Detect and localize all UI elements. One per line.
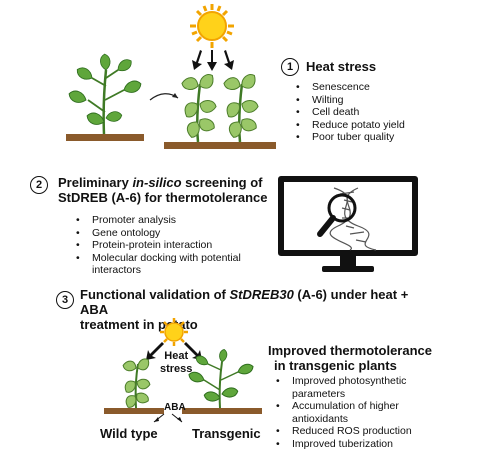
- screening-list: Promoter analysis Gene ontology Protein-…: [76, 214, 241, 277]
- wild-type-plant-icon: [121, 356, 153, 410]
- list-item: Reduce potato yield: [296, 119, 405, 132]
- list-item: Wilting: [296, 94, 405, 107]
- transgenic-plant-icon: [186, 348, 256, 409]
- heat-arrows: [192, 50, 234, 71]
- screening-title-pre: Preliminary: [58, 175, 133, 190]
- step-number-3: 3: [56, 291, 74, 309]
- result-title: Improved thermotolerance in transgenic p…: [268, 343, 432, 373]
- wilted-leaves: [180, 71, 260, 140]
- heat-stress-title: Heat stress: [306, 59, 377, 74]
- list-item-continued: interactors: [92, 264, 142, 276]
- wild-type-label: Wild type: [100, 426, 158, 441]
- screening-title-em: in-silico: [132, 175, 182, 190]
- result-list: Improved photosynthetic parameters Accum…: [276, 375, 412, 451]
- list-item-continued: antioxidants: [292, 412, 349, 425]
- list-item: Cell death: [296, 106, 405, 119]
- heat-stress-illustration: [66, 4, 276, 149]
- aba-label: ABA: [164, 402, 186, 413]
- list-item-continued: parameters: [292, 387, 346, 400]
- sun-icon: [190, 4, 234, 48]
- validation-title-pre: Functional validation of: [80, 287, 230, 302]
- list-item: Reduced ROS production: [276, 425, 412, 438]
- soil-right: [164, 142, 276, 149]
- list-item: Improved photosynthetic: [276, 375, 412, 388]
- list-item: Molecular docking with potential: [76, 252, 241, 265]
- validation-title-em: StDREB30: [229, 287, 294, 302]
- sun-icon: [160, 318, 188, 346]
- list-item: Senescence: [296, 81, 405, 94]
- list-item: Gene ontology: [76, 227, 241, 240]
- step-number-1: 1: [281, 58, 299, 76]
- screening-title-line2: StDREB (A-6) for thermotolerance: [58, 190, 268, 205]
- monitor-dna-icon: [278, 176, 418, 272]
- result-title-line1: Improved thermotolerance: [268, 343, 432, 358]
- validation-title-post: (A-6) under heat + ABA: [80, 287, 409, 317]
- transgenic-label: Transgenic: [192, 426, 261, 441]
- list-item: Poor tuber quality: [296, 131, 405, 144]
- screening-title: Preliminary in-silico screening of StDRE…: [58, 175, 278, 205]
- wildtype-vs-transgenic-illustration: [104, 318, 262, 423]
- heat-label-line1: Heat: [164, 350, 189, 362]
- magnifier-icon: [317, 193, 357, 237]
- soil-left: [66, 134, 144, 141]
- list-item: Improved tuberization: [276, 438, 412, 451]
- step-number-2: 2: [30, 176, 48, 194]
- list-item: Protein-protein interaction: [76, 239, 241, 252]
- screening-title-post: screening of: [181, 175, 263, 190]
- result-title-line2: in transgenic plants: [274, 358, 397, 373]
- healthy-plant-icon: [66, 53, 144, 135]
- heat-stress-list: Senescence Wilting Cell death Reduce pot…: [296, 81, 405, 144]
- list-item: Promoter analysis: [76, 214, 241, 227]
- list-item: Accumulation of higher: [276, 400, 412, 413]
- heat-label-line2: stress: [160, 363, 193, 375]
- heat-stress-label: Heat stress: [160, 350, 192, 376]
